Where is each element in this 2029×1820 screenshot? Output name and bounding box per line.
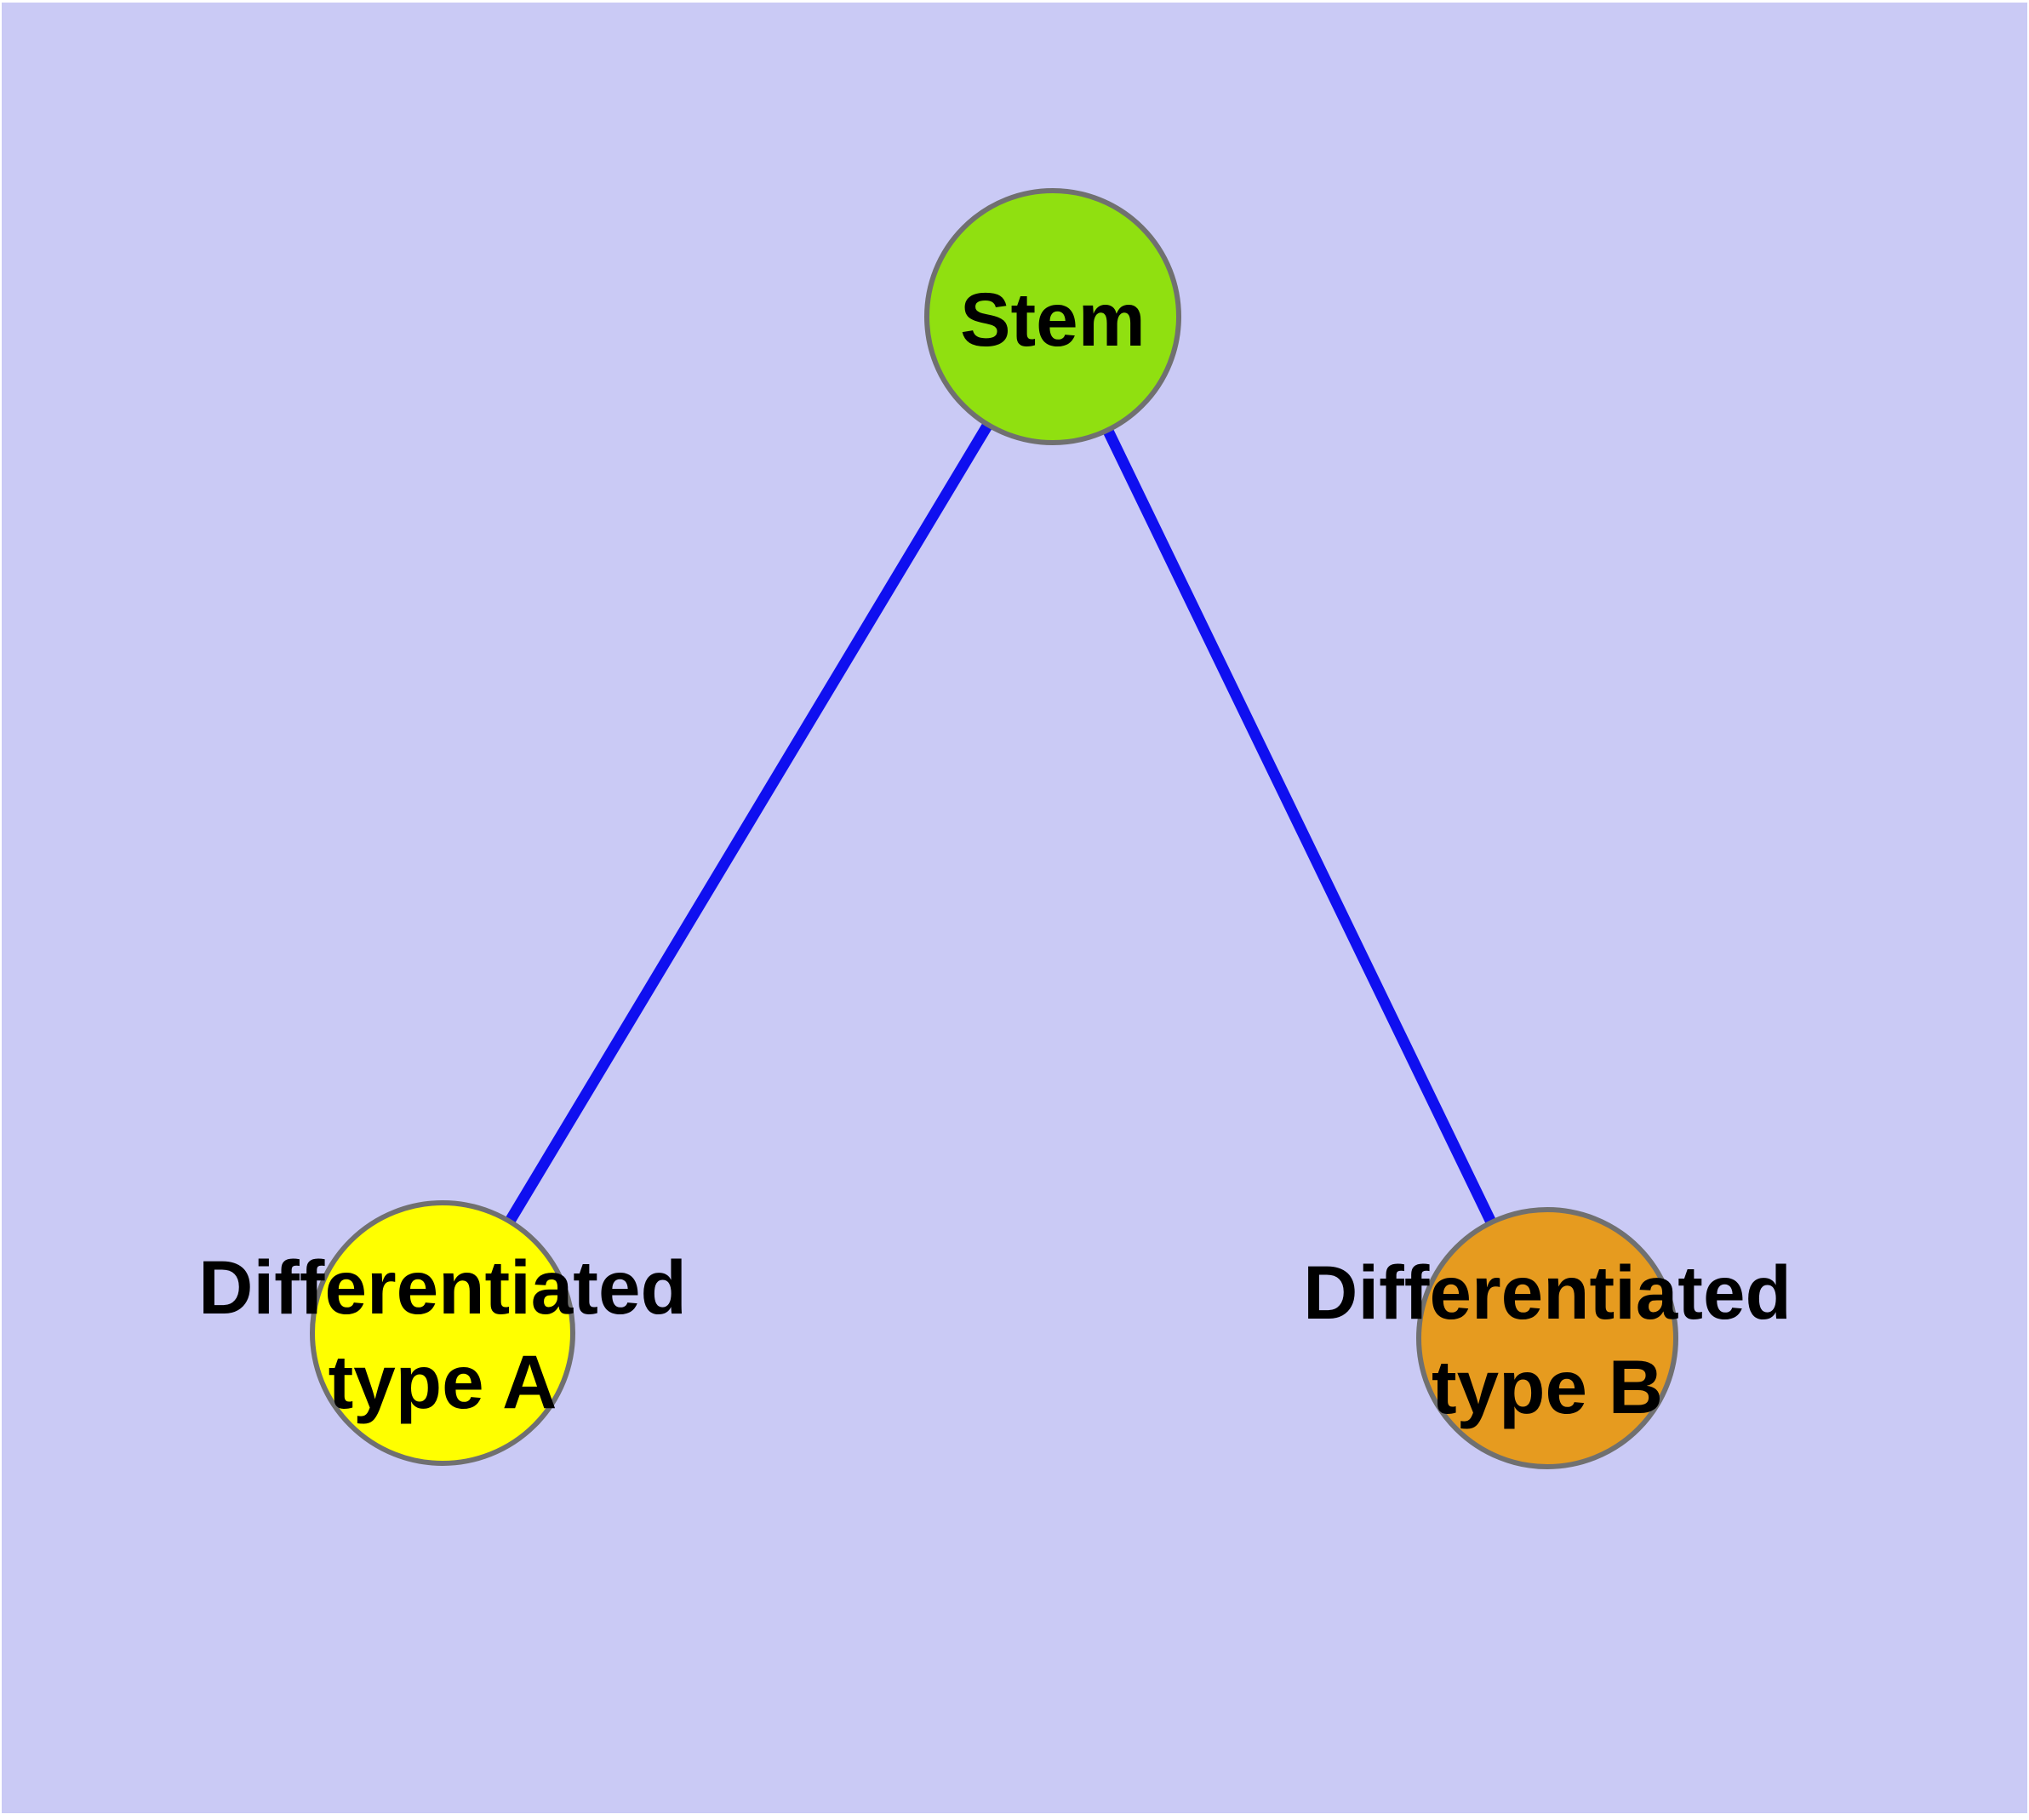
edge-stem-to-type-a xyxy=(437,313,1058,1336)
node-type-b-label-line1: Differentiated xyxy=(1303,1250,1792,1335)
edge-stem-to-type-b xyxy=(1048,314,1552,1341)
node-type-b-label-line2: type B xyxy=(1432,1344,1663,1429)
node-stem xyxy=(924,188,1181,445)
node-type-a-label-line1: Differentiated xyxy=(198,1245,687,1330)
node-type-a-label-line2: type A xyxy=(329,1339,557,1424)
node-stem-label: Stem xyxy=(960,277,1146,362)
node-differentiated-type-b xyxy=(1416,1207,1678,1469)
node-differentiated-type-a xyxy=(310,1200,575,1466)
